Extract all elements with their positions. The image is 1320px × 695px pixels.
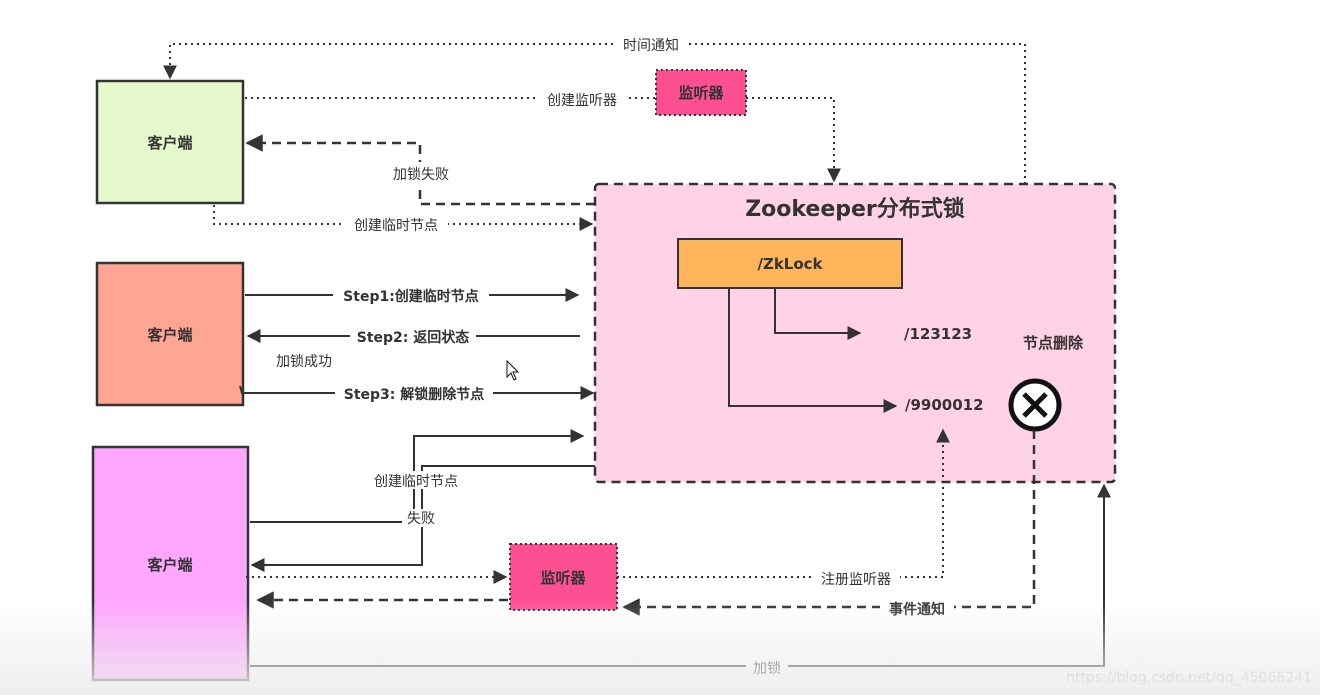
- listener-bottom: [509, 543, 618, 611]
- edge-lock: [250, 483, 1111, 667]
- zk-child-node-2: /9900012: [905, 396, 984, 414]
- client-top: [95, 79, 245, 205]
- listener-top: [655, 69, 747, 116]
- watermark: https://blog.csdn.net/qq_45066241: [1066, 670, 1312, 686]
- client-middle: [95, 261, 245, 407]
- client-top-label: 客户端: [146, 134, 192, 152]
- edge-zklock-to-child-2: [728, 288, 898, 413]
- edge-create-temp-node-top: [213, 205, 594, 231]
- client-middle-label: 客户端: [146, 326, 192, 344]
- circle-x-icon: [1008, 378, 1062, 432]
- zk-lock-node-label: /ZkLock: [757, 255, 823, 273]
- zookeeper-title: Zookeeper分布式锁: [745, 196, 965, 222]
- edge-label-lock-fail-top: 加锁失败: [393, 167, 449, 183]
- edge-listener-to-zk: [746, 97, 841, 183]
- edge-zklock-to-child-1: [774, 288, 862, 340]
- client-bottom-label: 客户端: [146, 556, 192, 574]
- edge-lock-fail-top: [245, 134, 595, 206]
- label-lock-success: 加锁成功: [276, 354, 332, 370]
- zk-child-node-1: /123123: [904, 325, 972, 343]
- zk-lock-node: [677, 238, 903, 289]
- edge-label-create-temp-node-bottom: 创建临时节点: [374, 474, 458, 490]
- edge-label-step3: Step3: 解锁删除节点: [344, 386, 485, 403]
- mouse-cursor-icon: [506, 359, 520, 381]
- edge-label-time-notify: 时间通知: [623, 37, 679, 54]
- edge-label-create-temp-node-top: 创建临时节点: [354, 218, 438, 234]
- edge-time-notify: [163, 43, 1026, 184]
- node-delete-label: 节点删除: [1023, 334, 1084, 352]
- edge-label-event-notify: 事件通知: [889, 601, 945, 618]
- edge-label-step1: Step1:创建临时节点: [343, 288, 479, 305]
- edge-label-step2: Step2: 返回状态: [357, 329, 470, 346]
- edge-label-fail: 失败: [407, 511, 435, 527]
- listener-bottom-label: 监听器: [540, 569, 586, 587]
- edge-label-create-listener: 创建监听器: [547, 93, 617, 109]
- edge-register-listener: [617, 428, 950, 578]
- edge-label-lock: 加锁: [753, 661, 781, 677]
- edge-label-register-listener: 注册监听器: [821, 572, 891, 588]
- listener-top-label: 监听器: [678, 84, 724, 102]
